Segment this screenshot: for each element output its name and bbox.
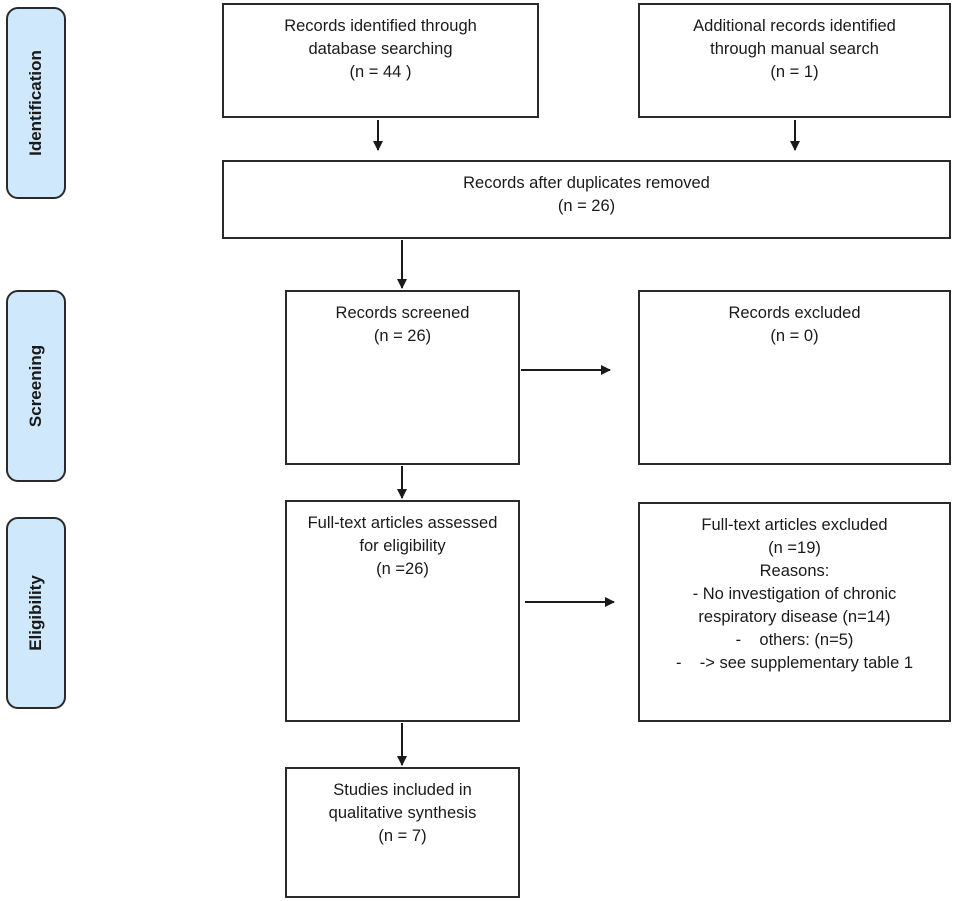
box-line: (n = 26) bbox=[373, 327, 432, 345]
phase-screening: Screening bbox=[6, 290, 66, 482]
box-studies-included: Studies included in qualitative synthesi… bbox=[285, 767, 520, 898]
box-duplicates-removed: Records after duplicates removed (n = 26… bbox=[222, 160, 951, 239]
box-database-search: Records identified through database sear… bbox=[222, 3, 539, 118]
box-line: Reasons: bbox=[759, 562, 830, 580]
box-fulltext-excluded: Full-text articles excluded (n =19) Reas… bbox=[638, 502, 951, 722]
box-line: (n = 26) bbox=[557, 197, 616, 215]
box-line: - -> see supplementary table 1 bbox=[675, 654, 914, 672]
box-line: database searching bbox=[308, 40, 453, 58]
box-line: - others: (n=5) bbox=[735, 631, 854, 649]
box-line: (n = 1) bbox=[770, 63, 819, 81]
phase-identification: Identification bbox=[6, 7, 66, 199]
box-line: Additional records identified bbox=[693, 17, 896, 35]
box-line: (n =26) bbox=[376, 560, 429, 578]
box-records-excluded: Records excluded (n = 0) bbox=[638, 290, 951, 465]
box-line: Records excluded bbox=[728, 304, 861, 322]
box-line: Records after duplicates removed bbox=[463, 174, 710, 192]
box-line: Records identified through bbox=[284, 17, 477, 35]
box-line: (n = 0) bbox=[770, 327, 819, 345]
box-line: - No investigation of chronic bbox=[692, 585, 897, 603]
phase-eligibility-label: Eligibility bbox=[26, 575, 45, 651]
phase-identification-label: Identification bbox=[26, 50, 45, 156]
box-line: Records screened bbox=[335, 304, 470, 322]
box-line: (n = 44 ) bbox=[349, 63, 412, 81]
phase-eligibility: Eligibility bbox=[6, 517, 66, 709]
box-fulltext-assessed: Full-text articles assessed for eligibil… bbox=[285, 500, 520, 722]
box-records-screened: Records screened (n = 26) bbox=[285, 290, 520, 465]
phase-screening-label: Screening bbox=[26, 344, 45, 428]
box-manual-search: Additional records identified through ma… bbox=[638, 3, 951, 118]
box-line: (n =19) bbox=[768, 539, 821, 557]
box-line: through manual search bbox=[710, 40, 879, 58]
box-line: Full-text articles excluded bbox=[701, 516, 888, 534]
box-line: Studies included in bbox=[333, 781, 472, 799]
box-line: Full-text articles assessed bbox=[307, 514, 498, 532]
box-line: for eligibility bbox=[359, 537, 446, 555]
box-line: (n = 7) bbox=[378, 827, 427, 845]
box-line: qualitative synthesis bbox=[328, 804, 477, 822]
box-line: respiratory disease (n=14) bbox=[698, 608, 891, 626]
